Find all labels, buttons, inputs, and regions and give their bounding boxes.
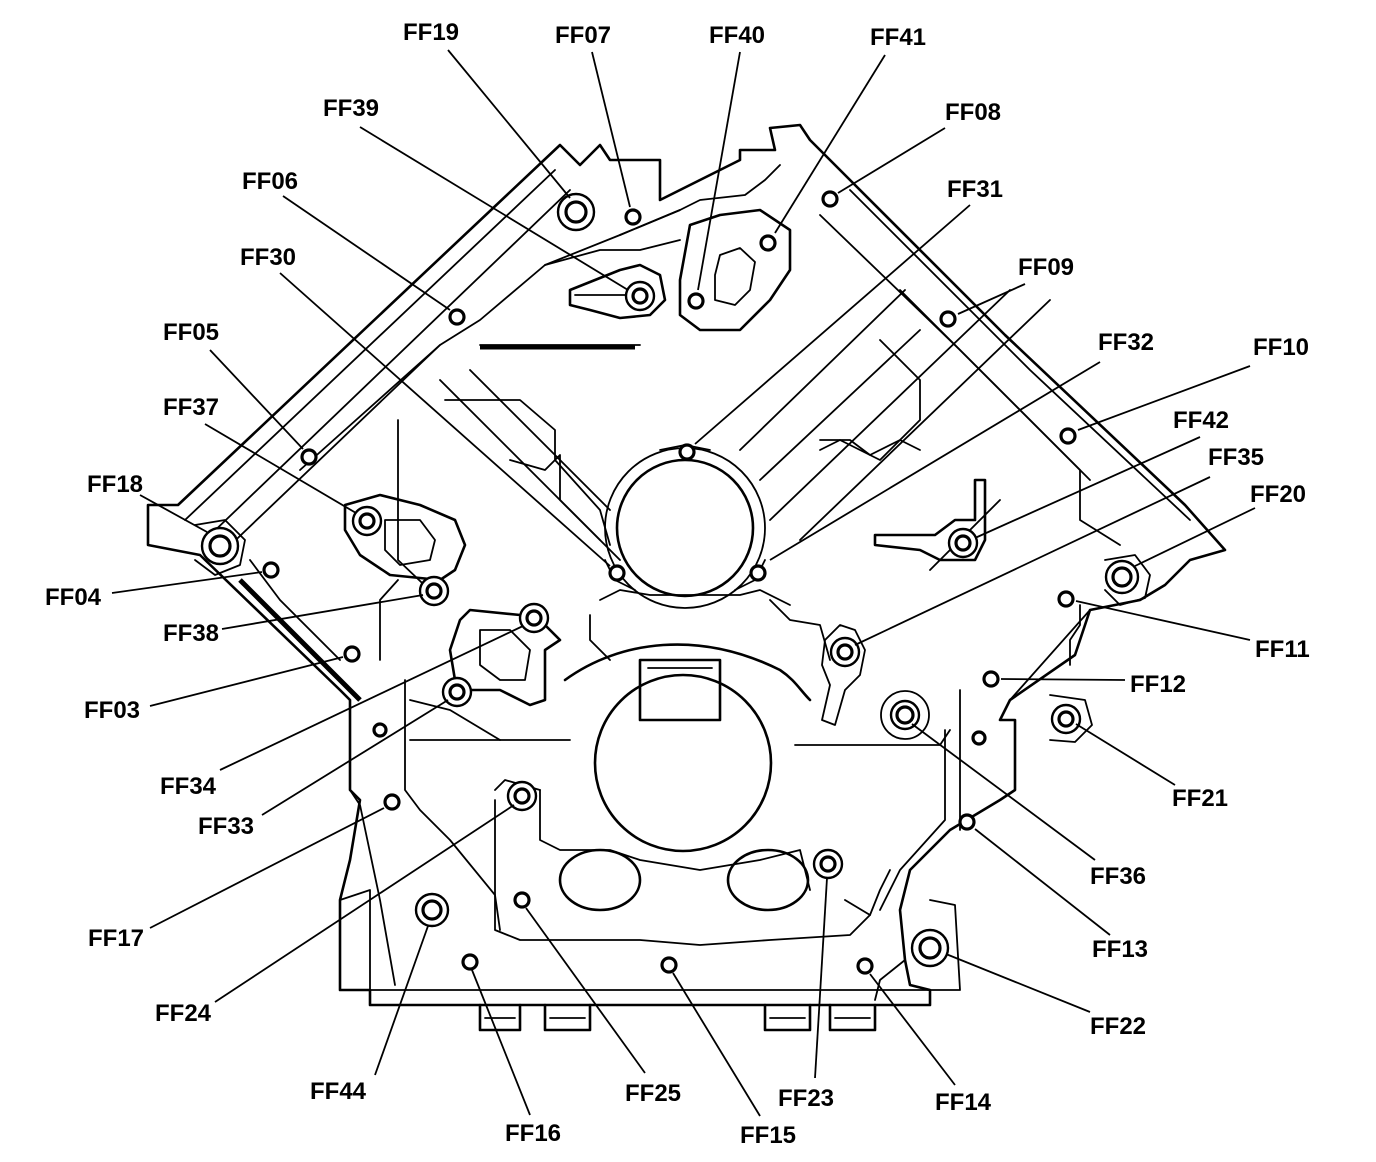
label-ff21: FF21 — [1172, 785, 1228, 812]
fastener-holes — [200, 190, 1140, 975]
label-ff20: FF20 — [1250, 481, 1306, 508]
label-ff22: FF22 — [1090, 1013, 1146, 1040]
block-outline — [146, 123, 1227, 1032]
hole-ff09 — [939, 310, 957, 328]
label-ff12: FF12 — [1130, 671, 1186, 698]
label-ff14: FF14 — [935, 1089, 992, 1116]
label-ff03: FF03 — [84, 697, 140, 724]
label-ff40: FF40 — [709, 22, 765, 49]
hole-ff13 — [958, 813, 976, 831]
label-ff44: FF44 — [310, 1078, 367, 1105]
label-ff30: FF30 — [240, 244, 296, 271]
label-ff35: FF35 — [1208, 444, 1264, 471]
label-ff10: FF10 — [1253, 334, 1309, 361]
hole-ff11 — [1057, 590, 1075, 608]
hole-ff10 — [1059, 427, 1077, 445]
hole-ff12 — [982, 670, 1000, 688]
label-ff06: FF06 — [242, 168, 298, 195]
label-ff36: FF36 — [1090, 863, 1146, 890]
label-ff38: FF38 — [163, 620, 219, 647]
label-ff11: FF11 — [1255, 636, 1310, 663]
hole-ff41 — [759, 234, 777, 252]
label-ff13: FF13 — [1092, 936, 1148, 963]
leader-lines — [111, 49, 1256, 1117]
hole-ff25 — [513, 891, 531, 909]
label-ff31: FF31 — [947, 176, 1003, 203]
hole-ff07 — [624, 208, 642, 226]
hole-ff16 — [461, 953, 479, 971]
label-ff05: FF05 — [163, 319, 219, 346]
label-ff09: FF09 — [1018, 254, 1074, 281]
label-ff33: FF33 — [198, 813, 254, 840]
label-ff16: FF16 — [505, 1120, 561, 1147]
label-ff04: FF04 — [45, 584, 102, 611]
label-ff23: FF23 — [778, 1085, 834, 1112]
label-ff17: FF17 — [88, 925, 144, 952]
label-ff08: FF08 — [945, 99, 1001, 126]
hole-ff17 — [383, 793, 401, 811]
label-ff19: FF19 — [403, 19, 459, 46]
hole-ff03 — [343, 645, 361, 663]
hole-ff32 — [749, 564, 767, 582]
label-ff32: FF32 — [1098, 329, 1154, 356]
hole-ff05 — [300, 448, 318, 466]
label-ff15: FF15 — [740, 1122, 796, 1149]
hole-ff04 — [262, 561, 280, 579]
label-ff42: FF42 — [1173, 407, 1229, 434]
hole-ff08 — [821, 190, 839, 208]
label-ff25: FF25 — [625, 1080, 681, 1107]
label-ff07: FF07 — [555, 22, 611, 49]
hole-ff06 — [448, 308, 466, 326]
hole-ff31 — [678, 443, 696, 461]
hole-ff15 — [660, 956, 678, 974]
label-ff39: FF39 — [323, 95, 379, 122]
hole-ff30 — [608, 564, 626, 582]
label-ff34: FF34 — [160, 773, 217, 800]
callout-labels: FF19 FF07 FF40 FF41 FF08 FF39 FF06 FF31 … — [45, 19, 1310, 1149]
hole-right-small — [971, 730, 987, 746]
hole-ff14 — [856, 957, 874, 975]
hole-ff40 — [687, 292, 705, 310]
label-ff41: FF41 — [870, 24, 926, 51]
label-ff37: FF37 — [163, 394, 219, 421]
label-ff24: FF24 — [155, 1000, 212, 1027]
label-ff18: FF18 — [87, 471, 143, 498]
hole-left-small — [372, 722, 388, 738]
